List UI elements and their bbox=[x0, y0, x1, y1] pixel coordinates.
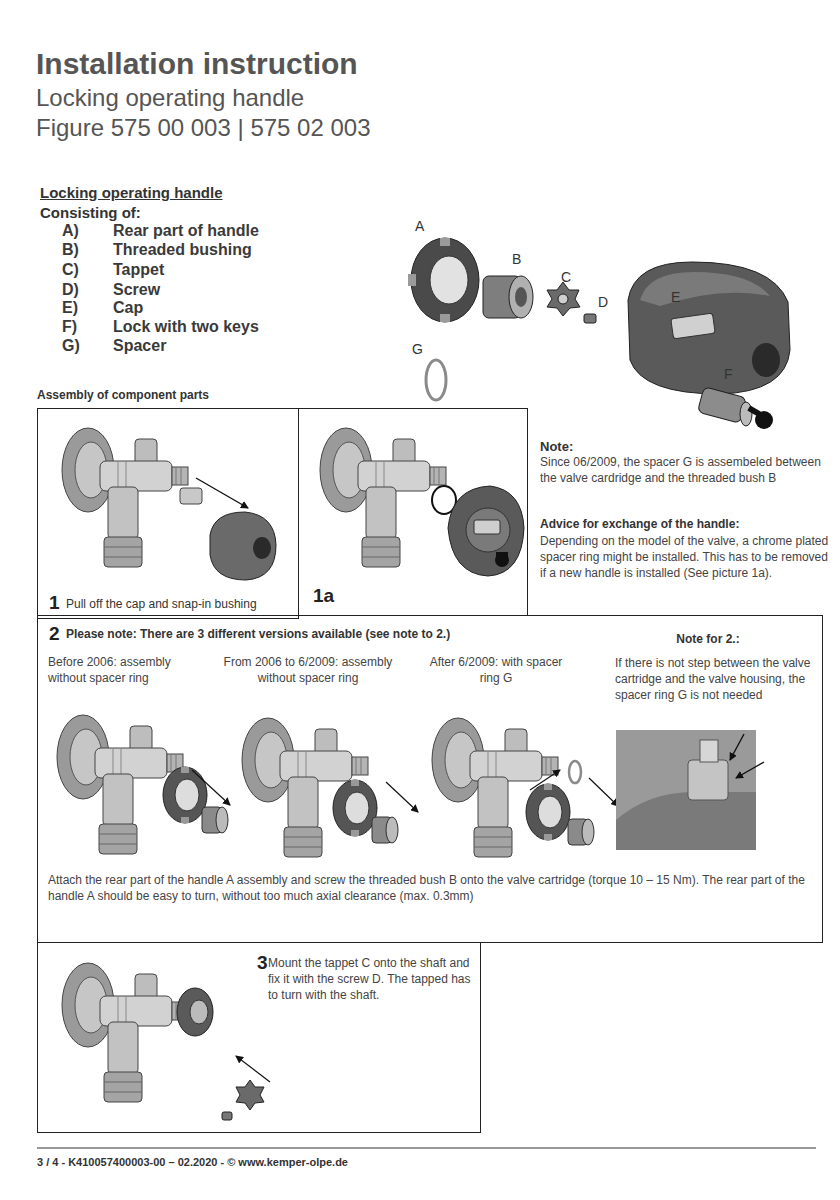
part-letter: G) bbox=[62, 336, 80, 355]
page-title: Installation instruction bbox=[36, 46, 358, 82]
step-caption: Pull off the cap and snap-in bushing bbox=[66, 597, 294, 612]
step-number: 2 bbox=[49, 624, 60, 645]
step-panel: 3Mount the tappet C onto the shaft and f… bbox=[37, 942, 481, 1133]
step-panel: 1a bbox=[298, 408, 528, 616]
exploded-view bbox=[408, 238, 790, 429]
subtitle: Locking operating handle bbox=[36, 84, 304, 113]
version-caption: From 2006 to 6/2009: assembly without sp… bbox=[208, 655, 408, 687]
note-body: If there is not step between the valve c… bbox=[615, 656, 815, 704]
section-caption: Assembly of component parts bbox=[37, 388, 209, 403]
part-name: Screw bbox=[113, 280, 160, 299]
page-footer: 3 / 4 - K410057400003-00 – 02.2020 - © w… bbox=[37, 1155, 348, 1169]
part-name: Spacer bbox=[113, 336, 166, 355]
version-caption: After 6/2009: with spacer ring G bbox=[426, 655, 566, 687]
callout-letter: F bbox=[724, 366, 733, 382]
section-heading: Locking operating handle bbox=[40, 183, 223, 202]
part-letter: F) bbox=[62, 317, 77, 336]
section-heading: Consisting of: bbox=[40, 203, 141, 222]
part-name: Threaded bushing bbox=[113, 240, 252, 259]
callout-letter: D bbox=[598, 294, 608, 310]
step-number: 3 bbox=[257, 953, 268, 974]
note-body: Depending on the model of the valve, a c… bbox=[540, 534, 832, 582]
part-name: Tappet bbox=[113, 260, 164, 279]
part-letter: A) bbox=[62, 221, 79, 240]
note-heading: Advice for exchange of the handle: bbox=[540, 517, 739, 532]
callout-letter: C bbox=[561, 269, 571, 285]
step-panel: 1 Pull off the cap and snap-in bushing bbox=[37, 408, 299, 619]
instruction-text: Mount the tappet C onto the shaft and fi… bbox=[268, 956, 476, 1004]
part-name: Rear part of handle bbox=[113, 221, 259, 240]
callout-letter: B bbox=[512, 251, 521, 267]
part-name: Cap bbox=[113, 298, 143, 317]
callout-letter: E bbox=[671, 289, 680, 305]
part-letter: E) bbox=[62, 298, 78, 317]
part-name: Lock with two keys bbox=[113, 317, 259, 336]
note-heading: Note: bbox=[540, 439, 573, 456]
part-letter: B) bbox=[62, 240, 79, 259]
instruction-text: Attach the rear part of the handle A ass… bbox=[48, 873, 816, 905]
subtitle: Figure 575 00 003 | 575 02 003 bbox=[36, 114, 371, 143]
note-heading: Note for 2.: bbox=[668, 632, 748, 647]
step-number: 1a bbox=[313, 586, 334, 607]
part-letter: D) bbox=[62, 280, 79, 299]
version-caption: Before 2006: assembly without spacer rin… bbox=[48, 655, 208, 687]
step-panel: 2 Please note: There are 3 different vers… bbox=[37, 615, 823, 943]
part-letter: C) bbox=[62, 260, 79, 279]
step-heading: Please note: There are 3 different versi… bbox=[66, 627, 450, 642]
step-number: 1 bbox=[49, 593, 60, 614]
note-body: Since 06/2009, the spacer G is assembele… bbox=[540, 455, 832, 487]
callout-letter: A bbox=[415, 218, 424, 234]
callout-letter: G bbox=[412, 341, 423, 357]
